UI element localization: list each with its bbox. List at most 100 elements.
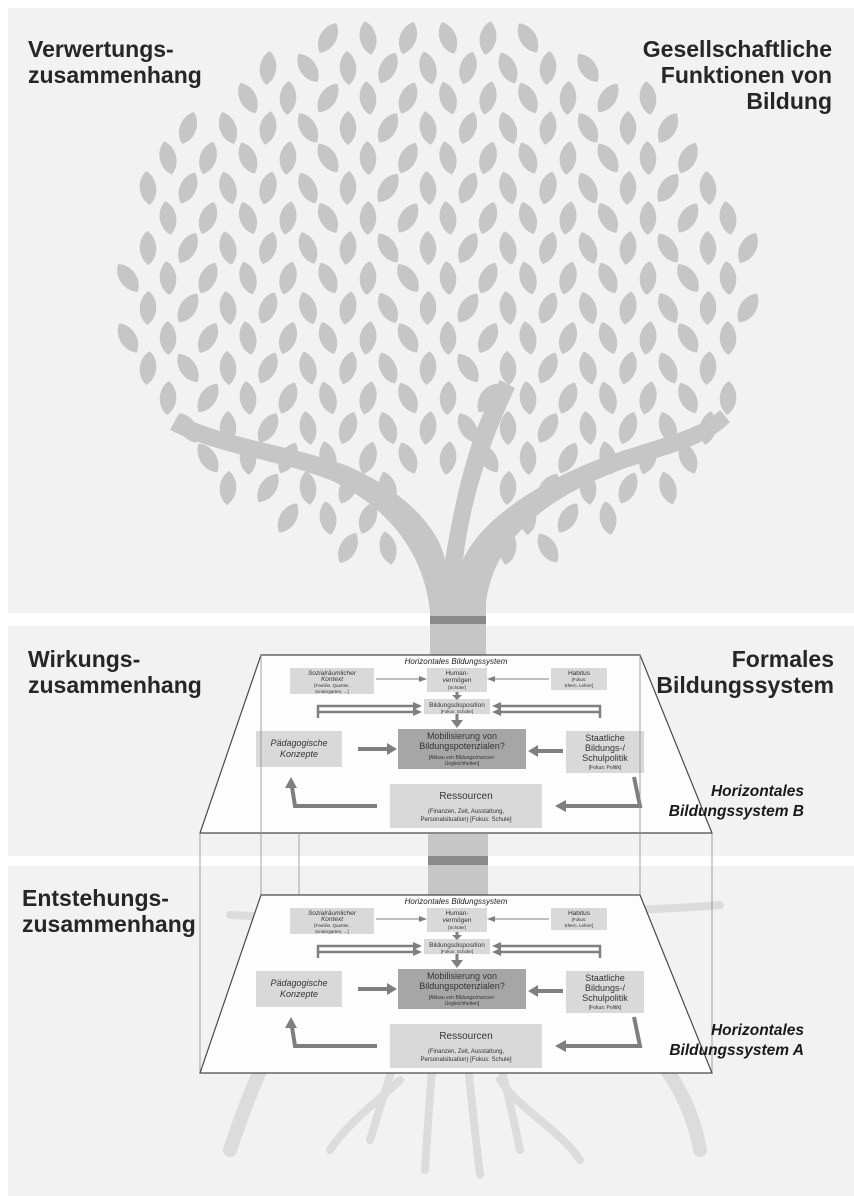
diagram-text: [Fokus: Schüler]: [441, 709, 474, 714]
diagram-text: [Fokus: Schüler]: [441, 949, 474, 954]
leaf: [458, 232, 478, 264]
leaf: [519, 201, 537, 235]
leaf: [378, 292, 398, 324]
leaf: [439, 321, 457, 355]
arrow-left-upper: [316, 704, 414, 718]
leaf: [397, 323, 419, 353]
diagram-text: Schulpolitik: [582, 993, 628, 1003]
diagram-text: [Fokus: Politik]: [589, 765, 622, 771]
arrowhead: [285, 1017, 297, 1028]
diagram-text: Human-: [445, 670, 468, 677]
leaf: [338, 412, 358, 444]
diagram-text: (Finanzen, Zeit, Ausstattung,: [428, 809, 505, 815]
leaf: [599, 441, 617, 475]
leaf: [359, 81, 377, 115]
diagram-text: Human-: [445, 910, 468, 917]
leaf: [219, 231, 237, 265]
diagram-text: [Abbau von Bildungschancen-: [429, 755, 496, 761]
leaf: [359, 201, 377, 235]
leaf: [659, 471, 677, 505]
diagram-text: Pädagogische: [270, 738, 327, 748]
leaf: [318, 262, 338, 294]
leaf: [299, 411, 317, 445]
diagram-text: [Fokus: Politik]: [589, 1005, 622, 1011]
leaf: [639, 81, 657, 115]
leaf: [439, 201, 457, 235]
arrowhead: [555, 800, 566, 812]
leaf: [597, 143, 619, 173]
diagram-text: Eltern, Lehrer]: [565, 923, 594, 928]
leaf: [439, 261, 457, 295]
leaf: [699, 291, 717, 325]
leaf: [378, 412, 398, 444]
leaf: [318, 23, 338, 53]
diagram-text: Personalsituation) [Fokus: Schule]: [420, 817, 511, 823]
leaf: [259, 111, 277, 145]
leaf: [438, 22, 458, 54]
leaf: [439, 81, 457, 115]
leaf: [297, 113, 319, 143]
leaf: [218, 112, 238, 144]
diagram-text: Mobilisierung von: [427, 971, 497, 981]
leaf: [117, 323, 139, 353]
leaf: [499, 231, 517, 265]
leaf: [238, 142, 258, 174]
leaf: [419, 291, 437, 325]
diagram-text: vermögen: [443, 677, 472, 684]
trunk-band-upper: [430, 616, 486, 624]
leaf: [239, 321, 257, 355]
arrowhead: [492, 942, 501, 950]
arrowhead: [528, 745, 538, 757]
leaf: [297, 53, 319, 83]
diagram-text: Sozialräumlicher: [308, 670, 357, 677]
leaf: [579, 291, 597, 325]
leaf: [538, 292, 558, 324]
leaf: [478, 323, 498, 353]
leaf: [117, 264, 139, 292]
leaf: [339, 291, 357, 325]
diagram-text: Kontext: [321, 916, 344, 923]
arrowhead: [413, 708, 422, 716]
leaf: [479, 21, 497, 55]
arrow-left-upper: [316, 944, 414, 958]
leaf: [738, 232, 758, 264]
leaf: [419, 351, 437, 385]
diagram-text: Staatliche: [585, 733, 625, 743]
diagram-text: [Abbau von Bildungschancen-: [429, 995, 496, 1001]
leaf: [639, 321, 657, 355]
diagram-text: Staatliche: [585, 973, 625, 983]
diagram-text: Bildungsdisposition: [429, 942, 485, 949]
root-11: [326, 1076, 404, 1154]
leaf: [457, 293, 479, 323]
leaf: [537, 533, 559, 563]
leaf: [539, 51, 557, 85]
leaf: [519, 441, 537, 475]
leaf: [477, 443, 499, 473]
leaf: [677, 323, 699, 353]
arrow-right-upper: [500, 704, 602, 718]
arrowhead: [487, 916, 495, 922]
leaf: [578, 232, 598, 264]
leaf: [339, 111, 357, 145]
diagram-text: Bildungspotenzialen?: [419, 981, 505, 991]
leaf: [278, 382, 298, 414]
leaf: [399, 501, 417, 535]
arrowhead: [451, 960, 463, 968]
leaf: [499, 411, 517, 445]
leaf: [699, 411, 717, 445]
box-paedagogik: [256, 971, 342, 1007]
leaf: [558, 442, 578, 474]
leaf: [517, 23, 539, 53]
leaf: [338, 532, 358, 564]
leaf: [477, 383, 499, 413]
leaf: [678, 442, 698, 474]
leaf: [279, 81, 297, 115]
leaf: [279, 141, 297, 175]
leaf: [658, 352, 678, 384]
diagram-text: Horizontales Bildungssystem: [405, 897, 508, 906]
leaf: [298, 232, 318, 264]
box-mobilisierung: [398, 969, 526, 1009]
leaf: [199, 141, 217, 175]
leaf: [539, 111, 557, 145]
leaf: [519, 261, 537, 295]
